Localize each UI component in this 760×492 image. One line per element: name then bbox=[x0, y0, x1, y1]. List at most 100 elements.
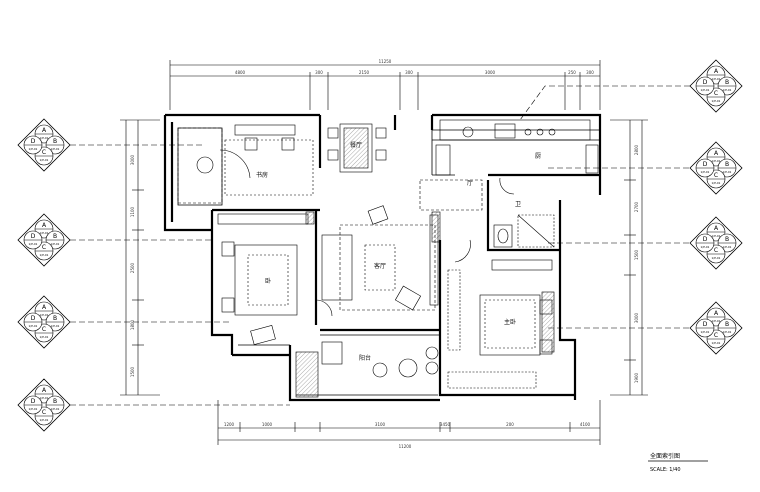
room-label-bedroom-a: 卧 bbox=[265, 277, 271, 285]
svg-text:A: A bbox=[714, 310, 719, 317]
room-label-balcony: 阳台 bbox=[359, 354, 371, 362]
furniture bbox=[177, 119, 599, 389]
wall-column bbox=[305, 211, 315, 225]
wall-column bbox=[295, 351, 319, 398]
svg-text:B: B bbox=[53, 138, 57, 145]
room-label-hall: 厅 bbox=[467, 180, 473, 187]
dimension-bottom-3: 3100 bbox=[375, 422, 386, 427]
svg-text:1/P-01: 1/P-01 bbox=[40, 313, 49, 317]
svg-text:1/P-01: 1/P-01 bbox=[712, 341, 721, 345]
dimension-top-3: 2150 bbox=[359, 70, 370, 75]
svg-text:C: C bbox=[42, 409, 46, 416]
svg-text:D: D bbox=[703, 236, 708, 243]
svg-text:1/P-01: 1/P-01 bbox=[51, 147, 60, 151]
svg-text:1/P-01: 1/P-01 bbox=[40, 136, 49, 140]
dimension-left-1: 3000 bbox=[130, 154, 135, 165]
svg-text:1/P-01: 1/P-01 bbox=[712, 234, 721, 238]
walls bbox=[163, 113, 602, 402]
svg-text:A: A bbox=[714, 150, 719, 157]
svg-text:1/P-01: 1/P-01 bbox=[701, 88, 710, 92]
svg-text:1/P-01: 1/P-01 bbox=[712, 77, 721, 81]
svg-text:1/P-01: 1/P-01 bbox=[723, 330, 732, 334]
dimension-bottom-total: 11200 bbox=[399, 444, 412, 449]
svg-text:1/P-01: 1/P-01 bbox=[29, 242, 38, 246]
svg-text:B: B bbox=[725, 161, 729, 168]
left-dimension-line bbox=[120, 119, 160, 396]
dimension-left-2: 1100 bbox=[130, 206, 135, 217]
svg-text:1/P-01: 1/P-01 bbox=[40, 158, 49, 162]
svg-text:B: B bbox=[53, 233, 57, 240]
dimension-bottom-5: 200 bbox=[506, 422, 514, 427]
leader-lines bbox=[70, 85, 690, 406]
svg-text:1/P-01: 1/P-01 bbox=[712, 99, 721, 103]
wall-column bbox=[541, 291, 555, 353]
svg-text:B: B bbox=[53, 398, 57, 405]
svg-text:A: A bbox=[714, 68, 719, 75]
index-marker-circle: D 1/P-01 bbox=[23, 230, 43, 250]
top-dimension-line bbox=[169, 60, 601, 110]
dimension-top-2: 300 bbox=[315, 70, 323, 75]
svg-text:A: A bbox=[42, 304, 47, 311]
svg-text:A: A bbox=[42, 222, 47, 229]
svg-text:1/P-01: 1/P-01 bbox=[29, 324, 38, 328]
svg-text:1/P-01: 1/P-01 bbox=[701, 245, 710, 249]
dimension-top-7: 300 bbox=[586, 70, 594, 75]
svg-text:A: A bbox=[42, 387, 47, 394]
dimension-top-6: 250 bbox=[568, 70, 576, 75]
svg-text:D: D bbox=[31, 138, 36, 145]
index-marker-circle: D1/P-01 bbox=[695, 76, 715, 96]
dimension-top-1: 4800 bbox=[235, 70, 246, 75]
svg-text:A: A bbox=[42, 127, 47, 134]
svg-text:D: D bbox=[31, 315, 36, 322]
svg-text:B: B bbox=[725, 321, 729, 328]
room-label-dining: 餐厅 bbox=[350, 141, 362, 149]
svg-text:1/P-01: 1/P-01 bbox=[712, 181, 721, 185]
svg-text:D: D bbox=[703, 161, 708, 168]
svg-text:1/P-01: 1/P-01 bbox=[51, 407, 60, 411]
index-marker-circle: B 1/P-01 bbox=[717, 158, 737, 178]
svg-text:1/P-01: 1/P-01 bbox=[712, 319, 721, 323]
doors bbox=[219, 149, 515, 317]
dimension-right-2: 2700 bbox=[634, 201, 639, 212]
dimension-top-4: 300 bbox=[405, 70, 413, 75]
svg-text:1/P-01: 1/P-01 bbox=[701, 330, 710, 334]
dimension-left-4: 1800 bbox=[130, 319, 135, 330]
dimension-left-3: 2500 bbox=[130, 262, 135, 273]
svg-text:1/P-01: 1/P-01 bbox=[712, 256, 721, 260]
svg-text:C: C bbox=[42, 244, 46, 251]
svg-text:A: A bbox=[714, 225, 719, 232]
room-label-bedroom-b: 主卧 bbox=[504, 318, 516, 326]
dimension-right-1: 2800 bbox=[634, 144, 639, 155]
svg-text:C: C bbox=[714, 90, 718, 97]
svg-text:1/P-01: 1/P-01 bbox=[51, 242, 60, 246]
svg-text:C: C bbox=[42, 149, 46, 156]
wall-column bbox=[431, 211, 441, 243]
svg-text:1/P-01: 1/P-01 bbox=[40, 418, 49, 422]
dimension-bottom-6: 4100 bbox=[580, 422, 591, 427]
right-dimension-line bbox=[610, 119, 648, 396]
svg-text:D: D bbox=[31, 233, 36, 240]
drawing-title: 全面索引图 bbox=[650, 452, 680, 460]
dimension-left-5: 1500 bbox=[130, 366, 135, 377]
svg-text:C: C bbox=[42, 326, 46, 333]
dimension-bottom-1: 1200 bbox=[224, 422, 235, 427]
bottom-dimension-line bbox=[217, 400, 601, 445]
drawing-scale: SCALE: 1/40 bbox=[650, 467, 681, 473]
svg-text:1/P-01: 1/P-01 bbox=[40, 396, 49, 400]
svg-text:1/P-01: 1/P-01 bbox=[723, 170, 732, 174]
room-label-bath: 卫 bbox=[515, 201, 521, 208]
dimension-top-total: 11250 bbox=[379, 59, 392, 64]
svg-text:1/P-01: 1/P-01 bbox=[40, 253, 49, 257]
dimension-right-4: 3000 bbox=[634, 312, 639, 323]
index-marker-circle: D 1/P-01 bbox=[23, 312, 43, 332]
svg-text:C: C bbox=[714, 172, 718, 179]
room-label-living: 客厅 bbox=[374, 262, 386, 270]
index-marker-circle: D1/P-01 bbox=[23, 395, 43, 415]
svg-text:1/P-01: 1/P-01 bbox=[723, 88, 732, 92]
